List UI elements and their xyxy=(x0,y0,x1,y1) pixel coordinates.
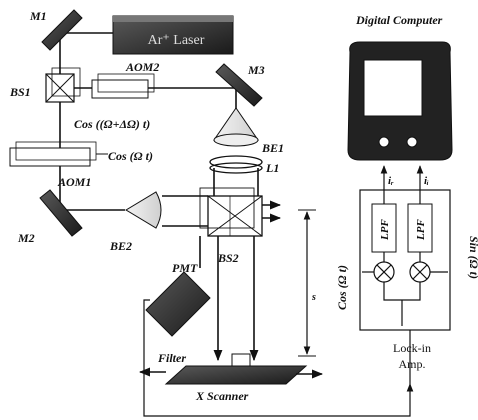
sin-reference-label: Sin (Ω t) xyxy=(467,236,478,279)
aom1-signal-label: Cos (Ω t) xyxy=(108,149,153,163)
bs2-label: BS2 xyxy=(217,251,239,265)
distance-marker: s xyxy=(298,209,316,357)
bs1-label: BS1 xyxy=(9,85,31,99)
m3-label: M3 xyxy=(247,63,265,77)
ir-label: iᵣ xyxy=(388,175,394,187)
aom2: AOM2 Cos ((Ω+ΔΩ) t) xyxy=(74,60,159,131)
m1-label: M1 xyxy=(29,9,47,23)
be2-label: BE2 xyxy=(109,239,132,253)
computer-label: Digital Computer xyxy=(355,13,443,27)
digital-computer: Digital Computer xyxy=(347,13,453,161)
aom1-label: AOM1 xyxy=(57,175,91,189)
mirror-m2: M2 xyxy=(17,189,83,245)
m2-label: M2 xyxy=(17,231,35,245)
aom2-label: AOM2 xyxy=(125,60,159,74)
lock-in-amplifier: iᵣ iᵢ LPF LPF Cos (Ω t) Sin (Ω t) xyxy=(335,165,478,331)
lockin-label-line1: Lock-in xyxy=(393,341,431,355)
beam-expander-be2: BE2 xyxy=(109,191,162,253)
x-scanner: Filter X Scanner xyxy=(138,351,324,403)
be1-label: BE1 xyxy=(261,141,284,155)
pmt-label: PMT xyxy=(172,261,198,275)
beam-splitter-bs1: BS1 xyxy=(9,67,81,103)
pmt: PMT xyxy=(145,261,211,337)
aom2-signal-label: Cos ((Ω+ΔΩ) t) xyxy=(74,117,150,131)
aom1: Cos (Ω t) AOM1 xyxy=(9,141,153,189)
lockin-label-line2: Amp. xyxy=(399,357,426,371)
filter-label: Filter xyxy=(157,351,186,365)
ii-label: iᵢ xyxy=(424,175,429,187)
mirror-m1: M1 xyxy=(29,9,83,51)
beam-expander-be1: BE1 L1 xyxy=(209,107,284,175)
beam-splitter-bs2: BS2 xyxy=(199,187,263,265)
laser-label: Ar⁺ Laser xyxy=(148,33,205,48)
cos-reference-label: Cos (Ω t) xyxy=(335,265,349,310)
l1-label: L1 xyxy=(265,161,279,175)
scanner-label: X Scanner xyxy=(195,389,249,403)
distance-label: s xyxy=(311,292,316,303)
mirror-m3: M3 xyxy=(215,63,265,107)
mixer-left xyxy=(373,261,395,283)
mixer-right xyxy=(409,261,431,283)
lpf-right-label: LPF xyxy=(415,219,427,241)
lpf-left-label: LPF xyxy=(379,219,391,241)
argon-laser: Ar⁺ Laser xyxy=(112,15,234,55)
